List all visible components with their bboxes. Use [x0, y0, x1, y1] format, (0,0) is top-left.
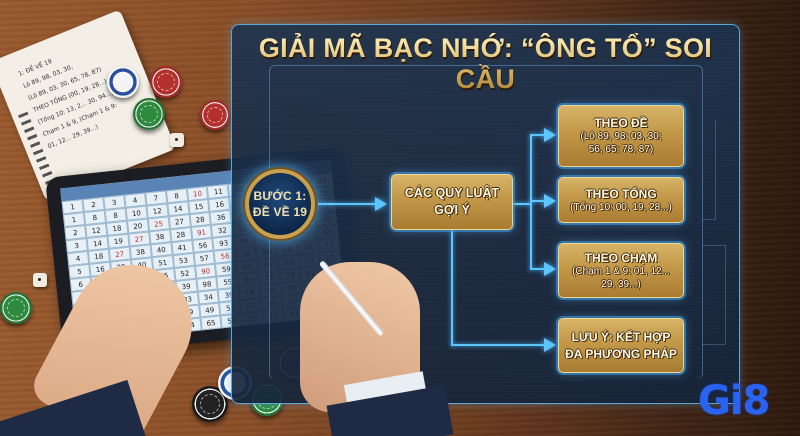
- branch-title: THEO CHẠM: [584, 250, 658, 265]
- arrow-right-icon: [544, 262, 556, 276]
- dice-icon: [170, 133, 184, 147]
- step-1-badge: BƯỚC 1: ĐỀ VỀ 19: [245, 169, 315, 239]
- connector-line: [513, 203, 531, 205]
- branch-detail: ĐA PHƯƠNG PHÁP: [565, 346, 677, 361]
- connector-line: [530, 200, 546, 202]
- step-label: BƯỚC 1:: [253, 189, 307, 203]
- connector-line: [530, 134, 532, 270]
- branch-title: LƯU Ý: KẾT HỢP: [571, 329, 671, 344]
- connector-line: [451, 344, 546, 346]
- branch-detail: (Lô 89, 98; 03, 30;: [580, 131, 662, 142]
- rules-line-2: GỢI Ý: [434, 203, 470, 217]
- branch-detail: (Chạm 1 & 9: 01, 12...: [572, 265, 670, 277]
- arrow-right-icon: [544, 128, 556, 142]
- grid-cell: 65: [199, 315, 223, 331]
- poker-chip-red: [150, 66, 182, 98]
- branch-note: LƯU Ý: KẾT HỢP ĐA PHƯƠNG PHÁP: [558, 318, 684, 373]
- connector-line: [451, 230, 453, 346]
- branch-theo-tong: THEO TỔNG (Tổng 10: 00, 19, 28...): [558, 177, 684, 223]
- branch-title: THEO ĐỀ: [594, 116, 648, 130]
- brand-logo: Gi8: [698, 378, 770, 424]
- step-value: ĐỀ VỀ 19: [252, 205, 308, 219]
- branch-theo-de: THEO ĐỀ (Lô 89, 98; 03, 30; 56, 65; 78, …: [558, 105, 684, 167]
- branch-detail: (Tổng 10: 00, 19, 28...): [570, 201, 672, 213]
- branch-detail: 56, 65; 78, 87): [588, 144, 654, 155]
- decor-line: [702, 120, 716, 220]
- connector-line: [530, 134, 546, 136]
- branch-theo-cham: THEO CHẠM (Chạm 1 & 9: 01, 12... 29, 39.…: [558, 243, 684, 298]
- arrow-right-icon: [544, 338, 556, 352]
- poker-chip-green: [133, 98, 165, 130]
- arrow-right-icon: [544, 194, 556, 208]
- branch-detail: 29, 39...): [601, 278, 641, 290]
- poker-chip-green: [0, 292, 32, 324]
- poker-chip-blue: [107, 66, 139, 98]
- branch-title: THEO TỔNG: [585, 186, 657, 201]
- poker-chip-red: [200, 100, 230, 130]
- connector-line: [318, 203, 378, 205]
- rules-line-1: CÁC QUY LUẬT: [404, 186, 500, 200]
- dice-icon: [33, 273, 47, 287]
- rules-box: CÁC QUY LUẬT GỢI Ý: [391, 174, 513, 230]
- panel-title: GIẢI MÃ BẠC NHỚ: “ÔNG TỔ” SOI CẦU: [232, 33, 739, 95]
- connector-line: [530, 268, 546, 270]
- decor-line: [702, 245, 726, 345]
- arrow-right-icon: [375, 197, 387, 211]
